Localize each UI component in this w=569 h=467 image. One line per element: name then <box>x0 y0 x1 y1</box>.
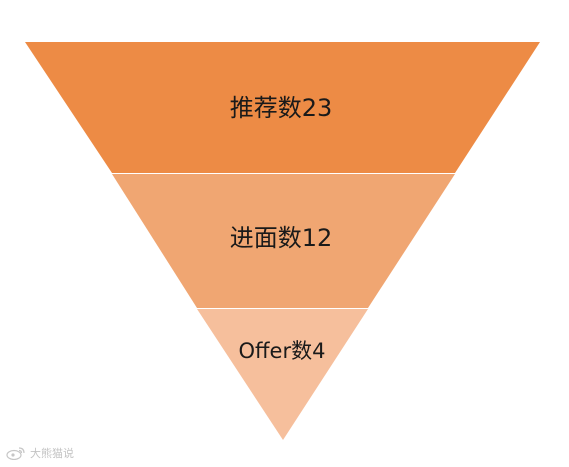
funnel-stage-1-label: 推荐数23 <box>230 94 333 122</box>
funnel-stage-2 <box>112 174 455 308</box>
funnel-stage-2-label: 进面数12 <box>230 224 333 252</box>
funnel-stage-3 <box>197 309 368 440</box>
weibo-logo-icon <box>6 447 25 460</box>
funnel-stage-1 <box>25 42 540 173</box>
watermark-text: 大熊猫说 <box>30 447 74 460</box>
funnel-stage-3-label: Offer数4 <box>239 339 326 363</box>
watermark: 大熊猫说 <box>6 445 74 461</box>
